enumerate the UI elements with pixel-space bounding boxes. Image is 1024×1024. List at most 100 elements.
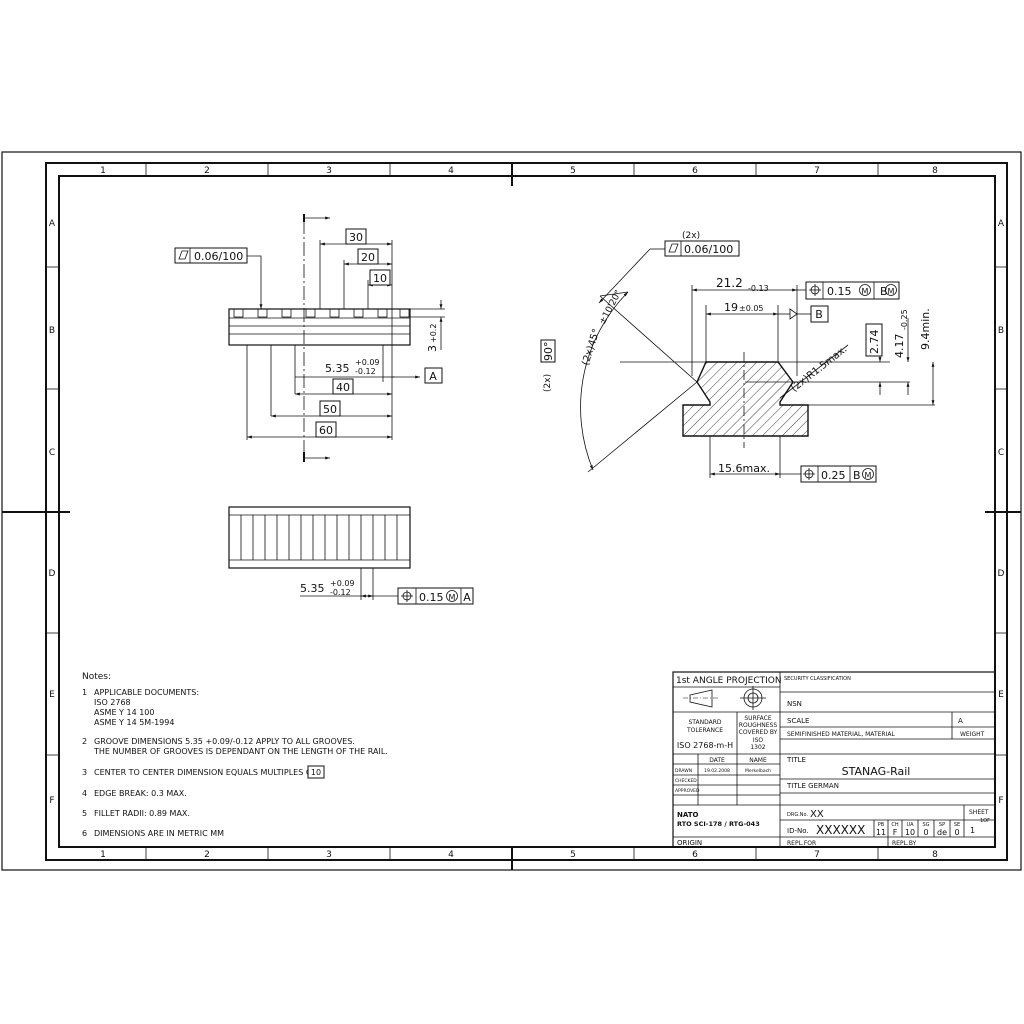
tb-drawn: DRAWN	[675, 768, 692, 774]
tb-dwg-value: XX	[810, 809, 824, 820]
section-position-tol-1: 0.15	[827, 285, 852, 298]
section-datum-b-2: B	[853, 469, 861, 482]
tb-code-h-0: PB	[878, 822, 885, 828]
col-label-bottom-2: 2	[204, 850, 210, 860]
top-view: 0.06/100 30 20 10 3 +0.2 5.35 +0.09	[174, 214, 445, 462]
dim-212-tol: -0.13	[748, 284, 769, 293]
tb-origin: ORIGIN	[677, 839, 702, 847]
tb-scale-label: SCALE	[787, 717, 809, 725]
dim-274: 2.74	[868, 330, 881, 355]
top-dim-535-tol-lo: -0.12	[355, 367, 376, 376]
side-view: 5.35 +0.09 -0.12 0.15 M A	[228, 506, 474, 605]
row-label-right-f: F	[998, 796, 1003, 806]
tb-std-tol-1: STANDARD	[688, 719, 721, 726]
tb-code-v-2: 10	[905, 828, 915, 837]
notes-block: Notes: 1 APPLICABLE DOCUMENTS: ISO 2768 …	[82, 672, 388, 838]
tb-title-label: TITLE	[786, 756, 806, 764]
tb-repl-for: REPL.FOR	[787, 840, 816, 847]
tb-material: SEMIFINISHED MATERIAL, MATERIAL	[787, 731, 895, 738]
dim-3: 3	[426, 345, 439, 352]
dim-19: 19	[724, 301, 738, 314]
tb-sheet-label: SHEET	[969, 809, 989, 816]
note-3-num: 3	[82, 768, 87, 777]
col-label-bottom-5: 5	[570, 850, 576, 860]
tb-surface-5: 1302	[750, 744, 765, 751]
tb-code-v-3: 0	[923, 828, 928, 837]
col-label-bottom-8: 8	[932, 850, 938, 860]
row-label-left-e: E	[49, 690, 55, 700]
note-6-line-1: DIMENSIONS ARE IN METRIC MM	[94, 829, 224, 838]
sheet-frame: 1 2 3 4 5 6 7 8 1 2 3 4 5 6 7 8 A B C D …	[1, 151, 1022, 871]
tb-id-value: XXXXXX	[816, 823, 865, 837]
dim-20: 20	[361, 251, 375, 264]
row-label-left-a: A	[49, 219, 56, 229]
tb-sheet-of: 1OF	[980, 818, 990, 824]
note-4-num: 4	[82, 789, 87, 798]
side-position-tol: 0.15	[419, 591, 444, 604]
tb-code-v-0: 11	[876, 828, 886, 837]
dim-94: 9.4min.	[919, 308, 932, 350]
tb-dwg-label: DRG.No.	[787, 812, 808, 818]
tb-rto: RTO SCI-178 / RTG-043	[677, 820, 760, 828]
tb-code-h-5: SE	[954, 822, 960, 828]
tb-name-label: NAME	[749, 757, 767, 764]
note-3-line-1: CENTER TO CENTER DIMENSION EQUALS MULTIP…	[94, 768, 317, 777]
tb-weight: WEIGHT	[960, 731, 985, 738]
tb-drawn-date: 19.02.2008	[704, 768, 730, 774]
section-datum-b-box: B	[815, 308, 823, 321]
top-flatness-value: 0.06/100	[194, 250, 243, 263]
side-dim-535-tol-lo: -0.12	[330, 588, 351, 597]
side-dim-535-tol-up: +0.09	[330, 579, 355, 588]
col-label-top-4: 4	[448, 166, 454, 176]
top-dim-535: 5.35	[325, 362, 350, 375]
row-label-right-c: C	[998, 448, 1004, 458]
tb-checked: CHECKED	[675, 778, 697, 784]
row-label-right-a: A	[998, 219, 1005, 229]
side-dim-535: 5.35	[300, 582, 325, 595]
tb-security: SECURITY CLASSIFICATION	[784, 676, 851, 682]
col-label-top-3: 3	[326, 166, 332, 176]
note-2-line-2: THE NUMBER OF GROOVES IS DEPENDANT ON TH…	[93, 747, 388, 756]
dim-19-tol: ±0.05	[739, 304, 764, 313]
tb-surface-3: COVERED BY	[739, 729, 778, 736]
row-label-right-e: E	[998, 690, 1004, 700]
col-label-top-8: 8	[932, 166, 938, 176]
section-flatness-value: 0.06/100	[684, 243, 733, 256]
tb-scale-value: A	[958, 717, 963, 725]
tb-approved: APPROVED	[675, 788, 700, 794]
tb-code-h-3: SG	[922, 822, 929, 828]
dim-3-tol: +0.2	[429, 324, 438, 343]
tb-tolerance-value: ISO 2768-m-H	[677, 741, 733, 750]
col-label-bottom-6: 6	[692, 850, 698, 860]
note-1-line-3: ASME Y 14 100	[94, 708, 154, 717]
note-1-line-1: APPLICABLE DOCUMENTS:	[94, 688, 199, 697]
section-modifier-1b: M	[888, 287, 895, 296]
column-ticks	[46, 163, 1007, 860]
dim-156: 15.6max.	[718, 462, 770, 475]
row-label-left-d: D	[49, 569, 56, 579]
note-6-num: 6	[82, 829, 87, 838]
col-label-bottom-1: 1	[100, 850, 106, 860]
side-datum: A	[463, 591, 471, 604]
tb-code-v-4: de	[937, 828, 947, 837]
row-label-right-d: D	[998, 569, 1005, 579]
row-label-left-f: F	[49, 796, 54, 806]
section-count-2x: (2x)	[682, 231, 700, 241]
dim-417: 4.17	[893, 334, 906, 359]
col-label-top-6: 6	[692, 166, 698, 176]
dim-417-tol: -0.25	[900, 309, 909, 330]
tb-projection: 1st ANGLE PROJECTION	[676, 676, 782, 686]
tb-title-german: TITLE GERMAN	[786, 782, 839, 790]
notes-heading: Notes:	[82, 672, 111, 682]
tb-sheet-value: 1	[970, 826, 975, 835]
note-1-line-2: ISO 2768	[94, 698, 131, 707]
title-block: 1st ANGLE PROJECTION SECURITY CLASSIFICA…	[672, 671, 996, 848]
radius-label: (2x)R1.5max.	[789, 344, 849, 394]
tb-code-h-4: SP	[939, 822, 945, 828]
section-modifier-1: M	[862, 287, 869, 296]
note-1-line-4: ASME Y 14 5M-1994	[94, 718, 174, 727]
note-5-num: 5	[82, 809, 87, 818]
tb-code-h-1: CH	[891, 822, 898, 828]
side-groove-lines	[240, 515, 398, 560]
angle-90-count: (2x)	[543, 374, 553, 392]
